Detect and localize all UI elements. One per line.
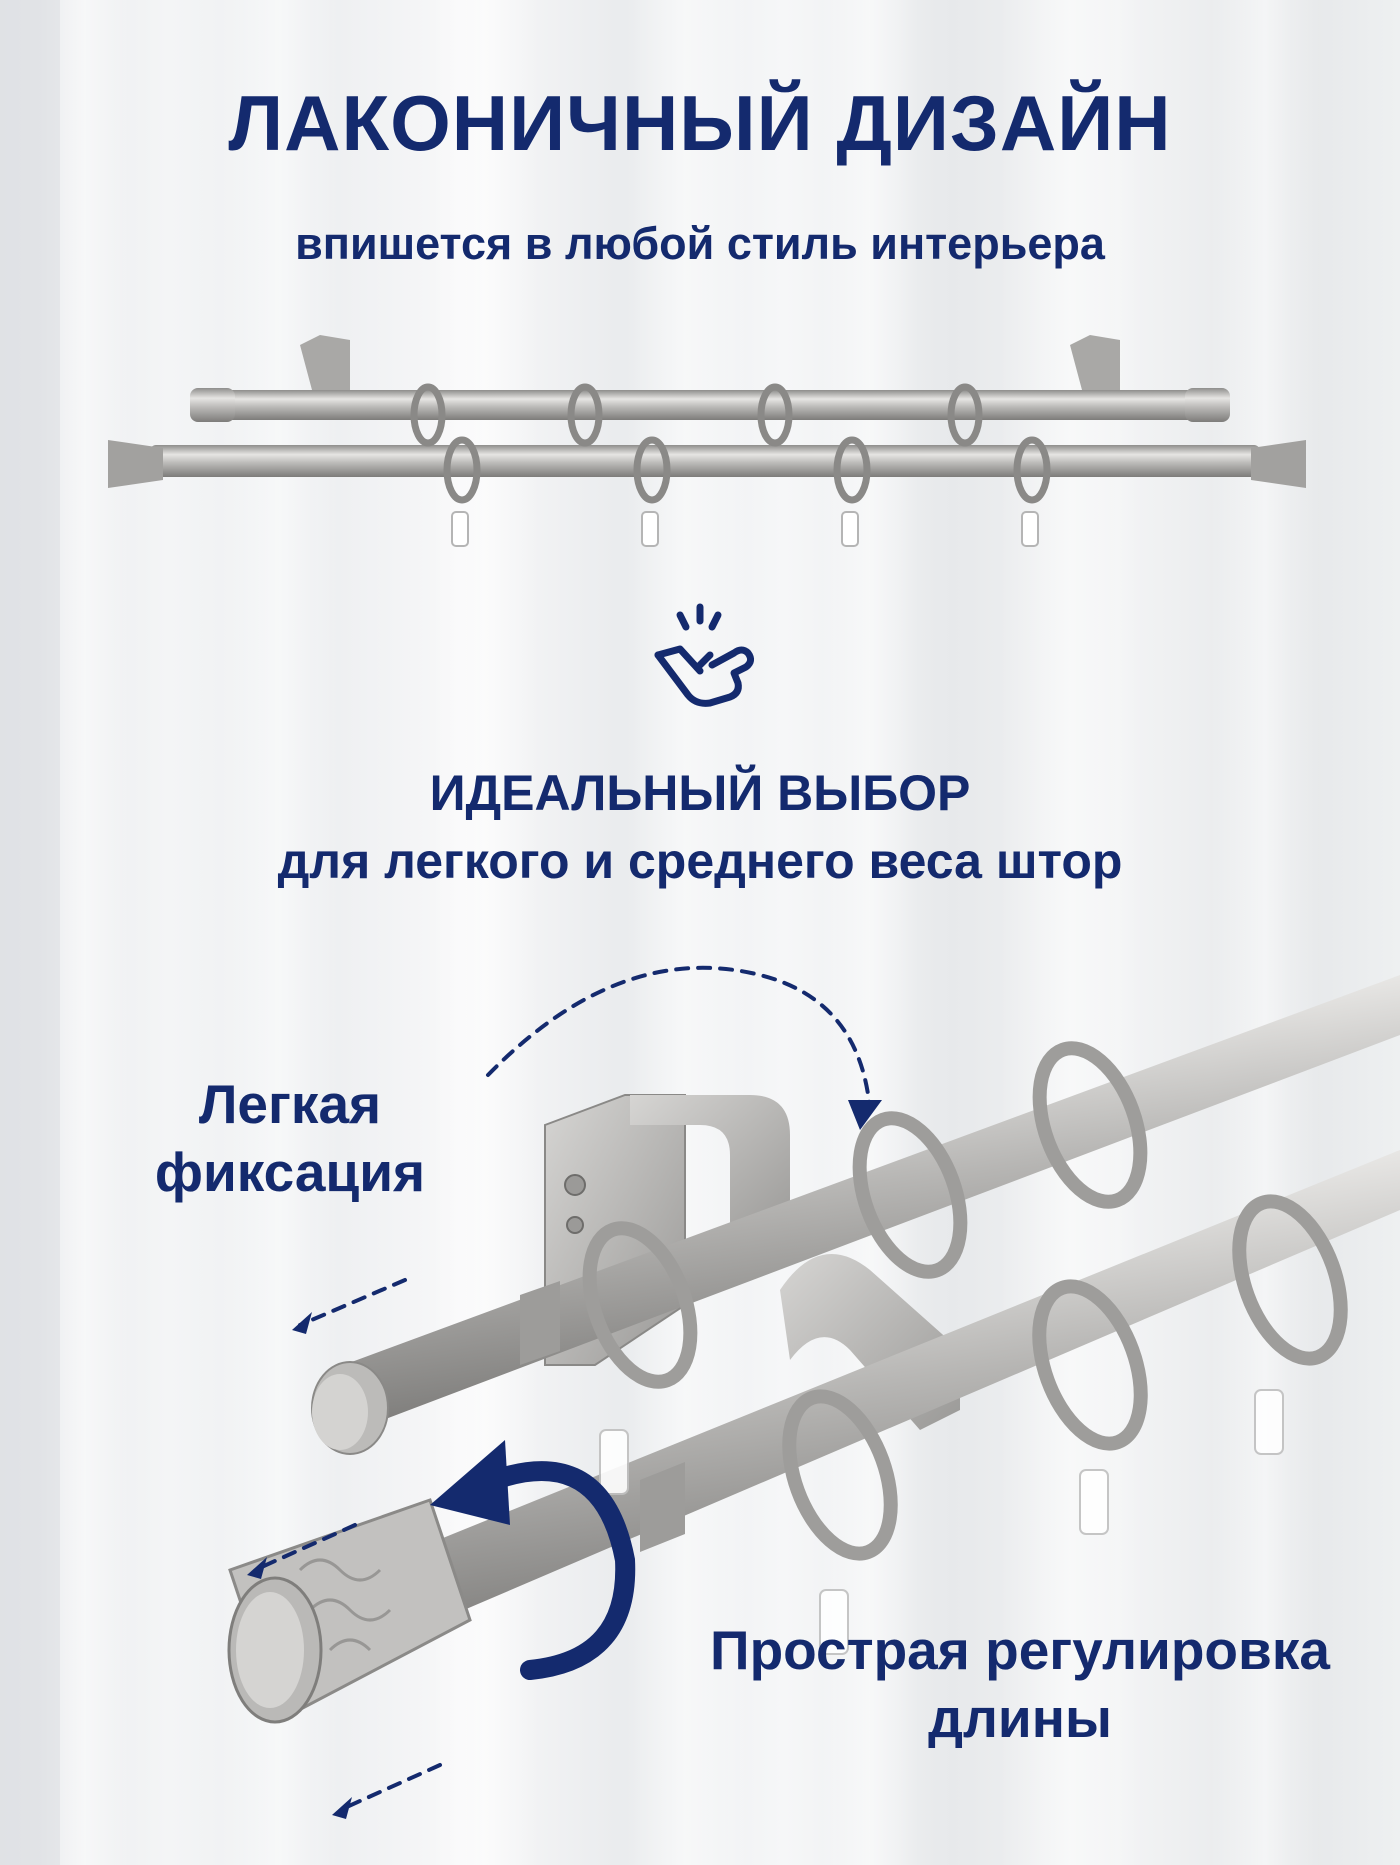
- dashed-arrow-icon: [253, 1523, 357, 1572]
- feature-fixation-label: Легкая фиксация: [154, 1073, 426, 1203]
- dashed-arrow-icon: [298, 1278, 407, 1327]
- curved-arrow-icon: [486, 965, 872, 1112]
- headline: ЛАКОНИЧНЫЙ ДИЗАЙН: [228, 79, 1172, 167]
- choice-title: ИДЕАЛЬНЫЙ ВЫБОР: [429, 765, 971, 821]
- subheadline: впишется в любой стиль интерьера: [295, 218, 1105, 269]
- choice-subtitle: для легкого и среднего веса штор: [277, 833, 1123, 889]
- dashed-arrow-icon: [338, 1763, 442, 1812]
- double-curtain-rod-image: [108, 335, 1306, 547]
- snap-fingers-icon: [654, 603, 755, 707]
- rotate-arrow-icon: [460, 1461, 636, 1680]
- feature-length-label: Прострая регулировка длины: [710, 1619, 1330, 1749]
